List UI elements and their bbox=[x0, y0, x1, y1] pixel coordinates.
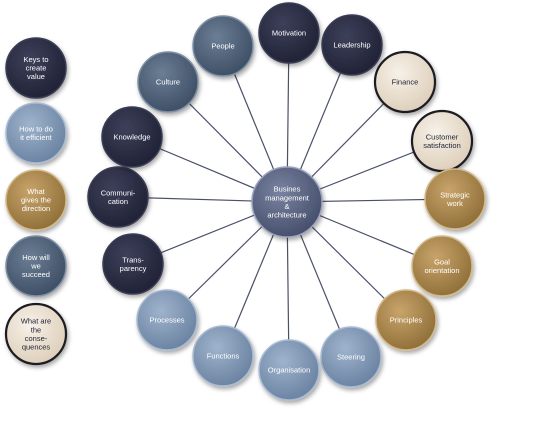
node-circle bbox=[137, 51, 199, 113]
node-circle bbox=[192, 15, 254, 77]
ring-node-people: People bbox=[192, 15, 254, 77]
node-circle bbox=[87, 166, 149, 228]
node-label-line: gives the bbox=[21, 196, 51, 205]
ring-node-processes: Processes bbox=[136, 289, 198, 351]
node-circle bbox=[410, 109, 474, 173]
node-circle bbox=[375, 289, 437, 351]
node-circle bbox=[373, 50, 437, 114]
node-label-line: Motivation bbox=[272, 29, 306, 38]
node-label-line: succeed bbox=[22, 270, 50, 279]
node-label-line: satisfaction bbox=[423, 141, 461, 150]
node-label-line: Organisation bbox=[268, 366, 311, 375]
node-label-line: parency bbox=[120, 264, 147, 273]
node-circle bbox=[258, 2, 320, 64]
node-circle bbox=[258, 339, 320, 401]
node-label-line: conse- bbox=[25, 334, 48, 343]
node-label-line: quences bbox=[22, 343, 51, 352]
node-label-line: Processes bbox=[149, 316, 184, 325]
node-label-line: Communi- bbox=[101, 188, 136, 197]
node-label-line: direction bbox=[22, 204, 50, 213]
ring-node-steering: Steering bbox=[320, 326, 382, 388]
node-label-line: work bbox=[446, 199, 463, 208]
node-label-line: & bbox=[284, 202, 289, 211]
node-label-line: Customer bbox=[426, 132, 459, 141]
node-label-line: management bbox=[265, 193, 310, 202]
node-circle bbox=[411, 235, 473, 297]
node-label-line: Finance bbox=[392, 78, 419, 87]
node-label-line: Knowledge bbox=[113, 133, 150, 142]
node-label-line: Principles bbox=[390, 316, 423, 325]
node-label-line: How will bbox=[22, 253, 50, 262]
node-circle bbox=[192, 325, 254, 387]
node-label-line: architecture bbox=[267, 211, 306, 220]
node-label-line: Trans- bbox=[122, 255, 144, 264]
node-label-line: cation bbox=[108, 197, 128, 206]
node-circle bbox=[5, 102, 67, 164]
ring-node-transparency: Trans-parency bbox=[102, 233, 164, 295]
node-label-line: What bbox=[27, 187, 45, 196]
node-label-line: Functions bbox=[207, 352, 240, 361]
node-label-line: What are bbox=[21, 317, 51, 326]
node-label-line: we bbox=[30, 262, 41, 271]
node-circle bbox=[4, 302, 68, 366]
node-label-line: Busines bbox=[274, 185, 301, 194]
ring-node-organisation: Organisation bbox=[258, 339, 320, 401]
ring-node-functions: Functions bbox=[192, 325, 254, 387]
node-label-line: Keys to bbox=[23, 55, 48, 64]
ring-node-motivation: Motivation bbox=[258, 2, 320, 64]
node-label-line: Strategic bbox=[440, 190, 470, 199]
node-label-line: the bbox=[31, 325, 41, 334]
node-circle bbox=[5, 169, 67, 231]
node-label-line: Culture bbox=[156, 78, 180, 87]
node-label-line: it efficient bbox=[20, 133, 52, 142]
ring-node-principles: Principles bbox=[375, 289, 437, 351]
node-label-line: orientation bbox=[424, 266, 459, 275]
ring-node-culture: Culture bbox=[137, 51, 199, 113]
ring-node-knowledge: Knowledge bbox=[101, 106, 163, 168]
node-circle bbox=[136, 289, 198, 351]
node-circle bbox=[101, 106, 163, 168]
node-circle bbox=[424, 168, 486, 230]
node-label-line: Leadership bbox=[333, 41, 370, 50]
ring-node-leadership: Leadership bbox=[321, 14, 383, 76]
node-label-line: People bbox=[211, 42, 234, 51]
node-circle bbox=[5, 37, 67, 99]
node-label-line: value bbox=[27, 72, 45, 81]
node-label-line: Steering bbox=[337, 353, 365, 362]
node-circle bbox=[251, 166, 323, 238]
node-label-line: Goal bbox=[434, 257, 450, 266]
node-circle bbox=[102, 233, 164, 295]
node-circle bbox=[321, 14, 383, 76]
ring-node-communication: Communi-cation bbox=[87, 166, 149, 228]
ring-nodes: MotivationLeadershipFinanceCustomersatis… bbox=[87, 2, 486, 401]
node-label-line: How to do bbox=[19, 124, 53, 133]
node-label-line: create bbox=[26, 64, 47, 73]
node-circle bbox=[5, 235, 67, 297]
ring-node-finance: Finance bbox=[373, 50, 437, 114]
node-circle bbox=[320, 326, 382, 388]
